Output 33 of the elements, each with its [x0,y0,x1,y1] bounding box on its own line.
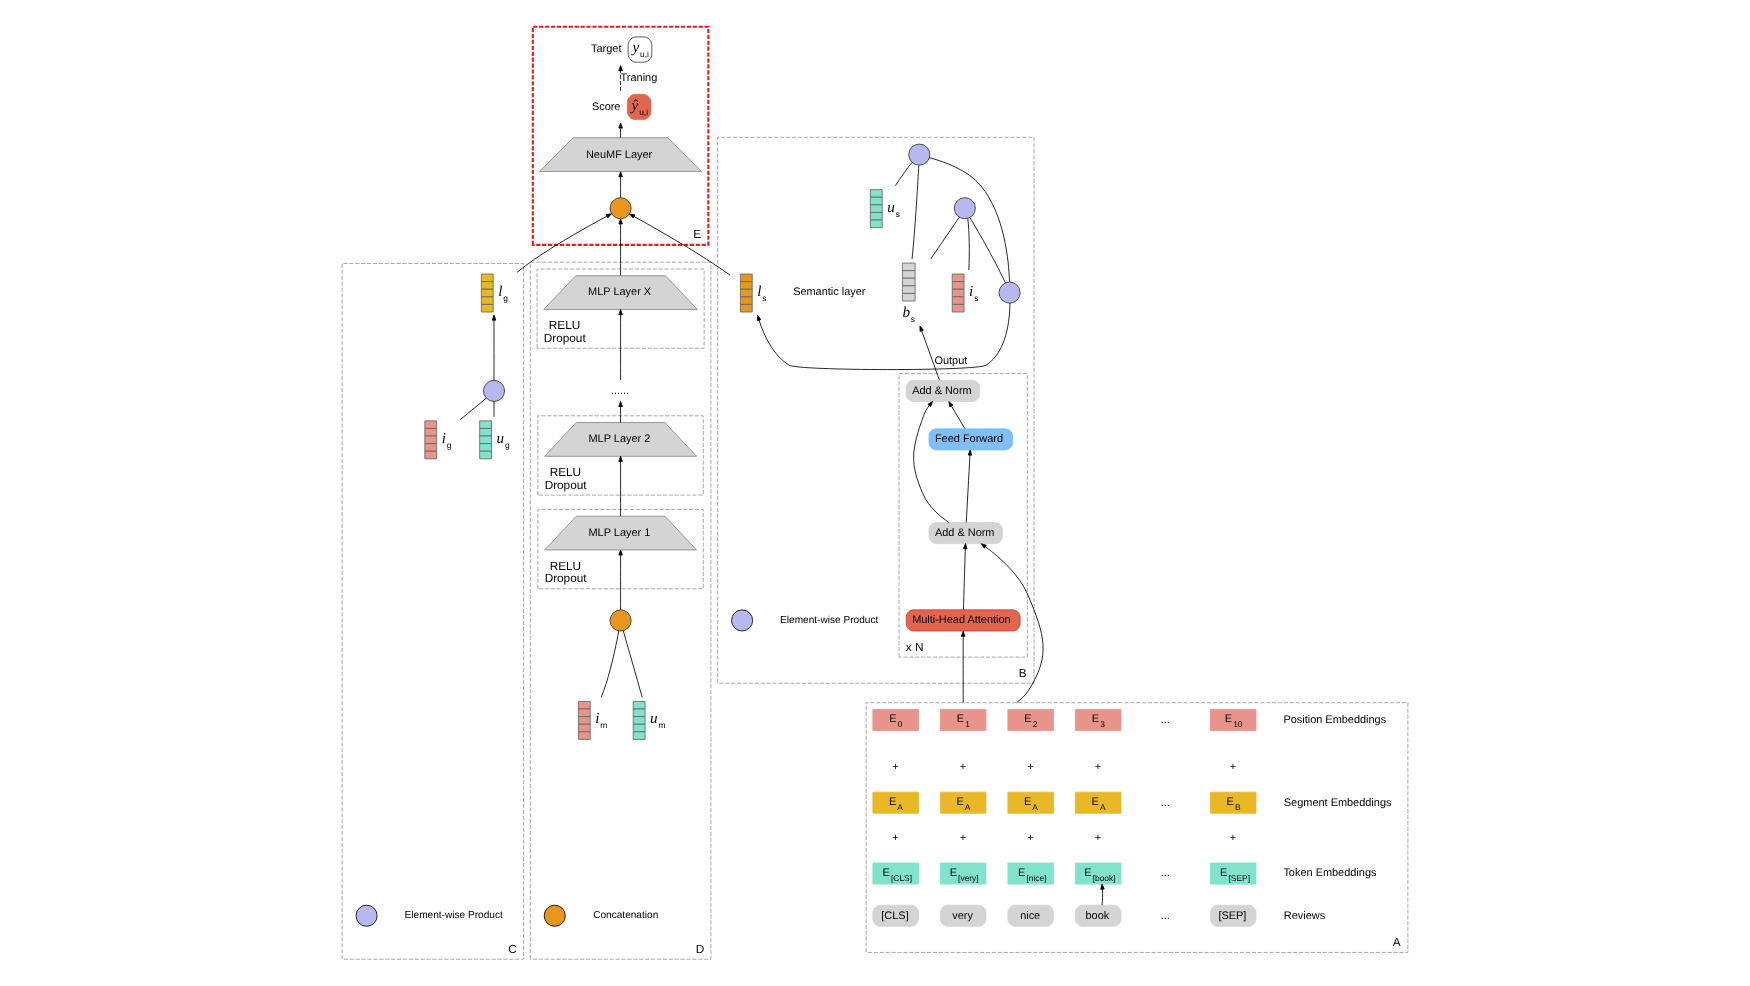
arrow [913,401,950,523]
node-circle [953,197,976,220]
arrow [961,630,966,704]
arrow [618,401,623,423]
connector [969,217,1006,284]
arrow [963,543,968,611]
arrow [618,171,623,198]
connector [911,165,920,260]
connector [622,630,643,698]
connector [930,216,960,260]
arrow [1100,883,1105,906]
node-circle [483,379,505,402]
node-circle [609,197,632,220]
arrow [618,309,623,381]
connector [895,162,913,187]
connector [600,630,620,698]
arrow [618,218,623,276]
arrow [491,314,497,381]
arrow [618,455,623,517]
arrow [618,122,623,139]
arrow [618,65,623,92]
arrow [919,325,940,381]
connector [460,397,487,420]
arrow [980,543,1044,704]
arrow [516,213,612,273]
arrow [965,449,973,523]
connector [493,401,495,418]
arrow [948,401,966,430]
node-circle [998,281,1021,304]
connector [967,218,970,271]
node-circle [609,609,632,632]
node-circle [908,143,931,166]
arrow [618,549,623,611]
